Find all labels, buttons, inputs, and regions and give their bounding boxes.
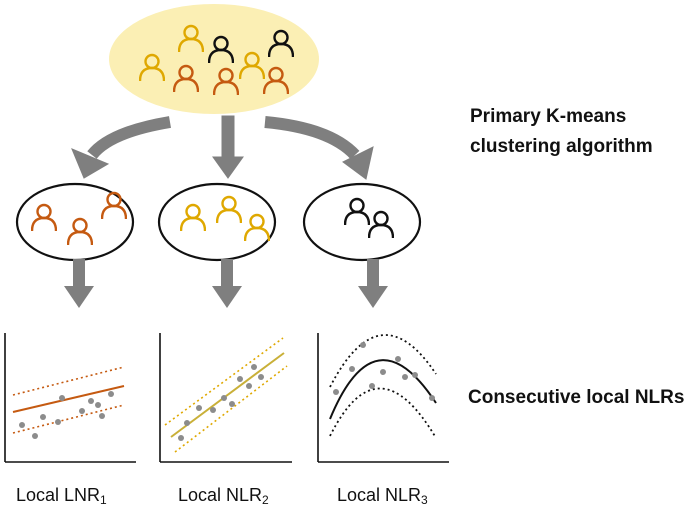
split-arrows [71,115,374,180]
plot-2-point [178,435,184,441]
cluster-1 [15,182,135,262]
plot-1-point [108,391,114,397]
plot-1-point [19,422,25,428]
plot-3-point [402,374,408,380]
plot-3-lower-bound [329,387,437,439]
plot-2 [159,333,292,463]
plot-3 [317,333,449,463]
primary-algorithm-line1: Primary K-means [470,106,627,127]
plot-3-fit-curve [329,359,437,420]
plot-2-upper-bound [164,337,284,426]
plot-2-point [237,376,243,382]
plot-3-point [429,395,435,401]
down-arrow-2-head [212,286,242,308]
down-arrow-3-head [358,286,388,308]
plot-2-point [184,420,190,426]
plot-2-label-main: Local NLR [178,485,263,505]
plot-1 [4,333,136,463]
split-arrow-center-shaft [221,115,235,161]
split-arrow-right-head [342,146,374,180]
plot-1-point [79,408,85,414]
plot-3-label-sub: 3 [421,493,428,507]
plot-1-label-main: Local LNR [16,485,101,505]
plot-3-point [360,342,366,348]
plot-1-label-sub: 1 [100,493,107,507]
plot-1-point [88,398,94,404]
split-arrow-left-head [71,148,110,179]
down-arrow-3-shaft [367,259,379,287]
plot-3-label-main: Local NLR [337,485,422,505]
plot-1-label: Local LNR1 [16,485,107,507]
plot-2-point [229,401,235,407]
plot-3-point [369,383,375,389]
plot-2-point [210,407,216,413]
plot-3-upper-bound [329,334,437,388]
plot-3-point [380,369,386,375]
population-group [109,4,319,114]
primary-algorithm-label: Primary K-means clustering algorithm [470,102,653,162]
plot-1-point [59,395,65,401]
plot-2-point [246,383,252,389]
plot-1-upper-bound [12,366,125,396]
plot-3-point [395,356,401,362]
plot-2-point [258,374,264,380]
plot-3-point [349,366,355,372]
down-arrow-1-head [64,286,94,308]
cluster-2 [157,182,277,262]
plot-2-label: Local NLR2 [178,485,269,507]
split-arrow-left [87,116,171,159]
plot-3-point [333,389,339,395]
cluster-3-ellipse [302,182,422,262]
plot-1-fit-line [12,385,125,413]
cluster-3 [302,182,422,262]
plot-2-point [251,364,257,370]
primary-algorithm-line2: clustering algorithm [470,136,653,157]
plot-2-lower-bound [174,365,288,453]
population-ellipse [109,4,319,114]
plot-2-point [196,405,202,411]
plot-1-point [40,414,46,420]
down-arrow-1-shaft [73,259,85,287]
plot-1-point [95,402,101,408]
plot-1-point [55,419,61,425]
plot-1-point [32,433,38,439]
split-arrow-right [264,116,360,160]
down-arrows [64,259,388,308]
plot-2-point [221,395,227,401]
plot-3-label: Local NLR3 [337,485,428,507]
plot-3-point [412,372,418,378]
plot-1-lower-bound [12,404,125,434]
consecutive-nlrs-label: Consecutive local NLRs [468,387,685,408]
plot-1-point [99,413,105,419]
plot-2-label-sub: 2 [262,493,269,507]
split-arrow-center-head [212,156,244,179]
down-arrow-2-shaft [221,259,233,287]
